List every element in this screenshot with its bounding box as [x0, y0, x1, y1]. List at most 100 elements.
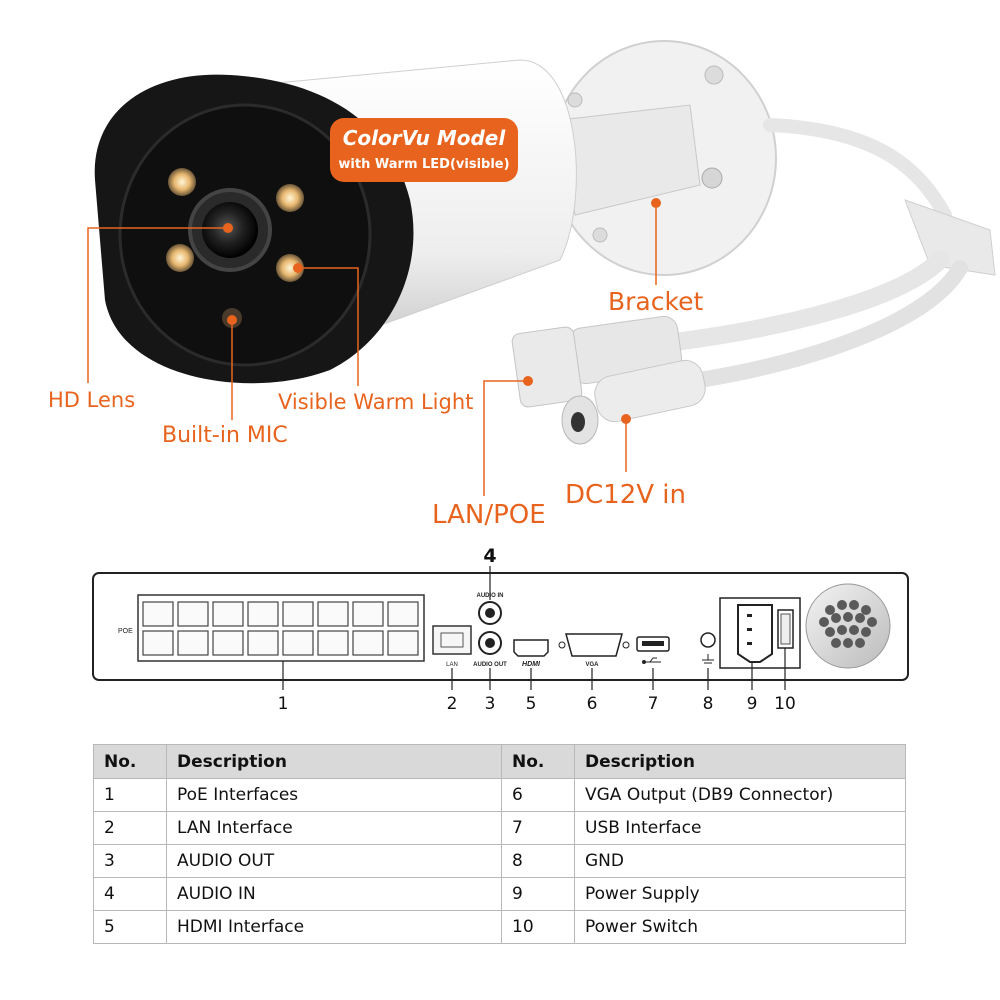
bracket-screw-hole [701, 167, 723, 189]
warm-led [276, 184, 304, 212]
lan-port [432, 625, 472, 655]
table-header-no: No. [501, 744, 575, 779]
audio-out-jack-core [485, 638, 495, 648]
table-header-description: Description [574, 744, 906, 779]
colorvu-badge-title: ColorVu Model [343, 126, 507, 150]
rear-number-1: 1 [278, 694, 289, 714]
vga-screw [622, 641, 630, 649]
interface-table: No. Description No. Description 1 PoE In… [93, 744, 906, 944]
poe-label: POE [118, 628, 133, 635]
table-cell-no: 4 [93, 877, 167, 911]
table-row: 4 AUDIO IN 9 Power Supply [93, 877, 906, 911]
table-row: 1 PoE Interfaces 6 VGA Output (DB9 Conne… [93, 778, 906, 812]
lan-port-inner [440, 632, 464, 648]
bracket-marker-dot [651, 198, 661, 208]
table-cell-description: Power Supply [574, 877, 906, 911]
table-cell-no: 5 [93, 910, 167, 944]
table-cell-no: 1 [93, 778, 167, 812]
power-switch-rocker [780, 613, 791, 645]
vga-label: VGA [585, 662, 599, 668]
camera-illustration: ColorVu Model with Warm LED(visible) Bra… [48, 40, 996, 530]
callout-lan-poe: LAN/POE [432, 500, 546, 530]
rear-number-2: 2 [447, 694, 458, 714]
table-cell-description: GND [574, 844, 906, 878]
table-cell-description: LAN Interface [166, 811, 502, 845]
table-cell-description: AUDIO OUT [166, 844, 502, 878]
dc-connector-hole [571, 412, 585, 432]
power-inlet-pin [747, 614, 752, 617]
callout-visible-warm-light: Visible Warm Light [278, 390, 473, 414]
callout-builtin-mic: Built-in MIC [162, 423, 288, 448]
bracket-screw-hole [704, 65, 724, 85]
bracket-screw-hole [592, 227, 608, 243]
poe-port-block: POE [118, 594, 425, 662]
power-panel-frame [719, 597, 801, 669]
table-cell-no: 10 [501, 910, 575, 944]
table-cell-no: 9 [501, 877, 575, 911]
table-header-no: No. [93, 744, 167, 779]
table-row: 2 LAN Interface 7 USB Interface [93, 811, 906, 845]
nvr-rear-panel: POE LAN AUDIO IN AUDIO OUT HDMI VGA [92, 572, 909, 681]
table-cell-description: VGA Output (DB9 Connector) [574, 778, 906, 812]
lan-connector-head [511, 326, 583, 408]
cable-split-boot [904, 199, 996, 276]
table-cell-no: 2 [93, 811, 167, 845]
table-header-description: Description [166, 744, 502, 779]
table-cell-description: PoE Interfaces [166, 778, 502, 812]
power-inlet-pin [747, 642, 752, 645]
table-cell-no: 7 [501, 811, 575, 845]
table-cell-description: HDMI Interface [166, 910, 502, 944]
dc-connector-body [594, 359, 706, 423]
bracket-screw-hole [567, 92, 583, 108]
audio-in-jack-core [485, 608, 495, 618]
hdmi-port [513, 639, 549, 657]
table-cell-description: USB Interface [574, 811, 906, 845]
poe-ports [142, 601, 419, 656]
poe-port-frame [137, 594, 425, 662]
table-row: 3 AUDIO OUT 8 GND [93, 844, 906, 878]
usb-port-inner [642, 641, 664, 646]
rear-number-4: 4 [483, 545, 496, 567]
gnd-terminal [700, 632, 716, 648]
rear-number-10: 10 [774, 694, 796, 714]
audio-out-label: AUDIO OUT [473, 662, 507, 668]
callout-bracket: Bracket [608, 287, 703, 316]
camera-cable [763, 118, 952, 222]
callout-hd-lens: HD Lens [48, 388, 135, 412]
table-header-row: No. Description No. Description [93, 744, 906, 779]
cable-branch-power [692, 260, 968, 388]
dc-marker-dot [621, 414, 631, 424]
usb-symbol-icon [642, 657, 661, 664]
callout-dc12v: DC12V in [565, 480, 686, 510]
rear-leader-lines [282, 566, 786, 690]
table-cell-no: 8 [501, 844, 575, 878]
vga-port [565, 633, 623, 657]
rear-number-5: 5 [526, 694, 537, 714]
colorvu-badge [330, 118, 518, 182]
callout-lines [87, 202, 657, 496]
rear-number-6: 6 [587, 694, 598, 714]
cable-branch-lan [641, 251, 949, 354]
power-inlet [737, 604, 773, 663]
warm-led [276, 254, 304, 282]
warm-led [166, 244, 194, 272]
rear-numbers: 1 2 3 4 5 6 7 8 9 10 [278, 545, 796, 714]
power-inlet-pin [747, 628, 752, 631]
table-row: 5 HDMI Interface 10 Power Switch [93, 910, 906, 944]
rear-number-7: 7 [648, 694, 659, 714]
rear-number-8: 8 [703, 694, 714, 714]
vga-screw [558, 641, 566, 649]
fan-icon [805, 583, 891, 669]
fan-honeycomb [819, 600, 877, 648]
table-cell-description: Power Switch [574, 910, 906, 944]
warm-led [168, 168, 196, 196]
lan-label: LAN [446, 662, 458, 668]
table-cell-no: 3 [93, 844, 167, 878]
hdmi-label: HDMI [522, 661, 541, 668]
lan-marker-dot [523, 376, 533, 386]
rear-number-3: 3 [485, 694, 496, 714]
colorvu-badge-subtitle: with Warm LED(visible) [338, 157, 509, 172]
ground-symbol-icon [702, 654, 714, 664]
rear-number-9: 9 [747, 694, 758, 714]
